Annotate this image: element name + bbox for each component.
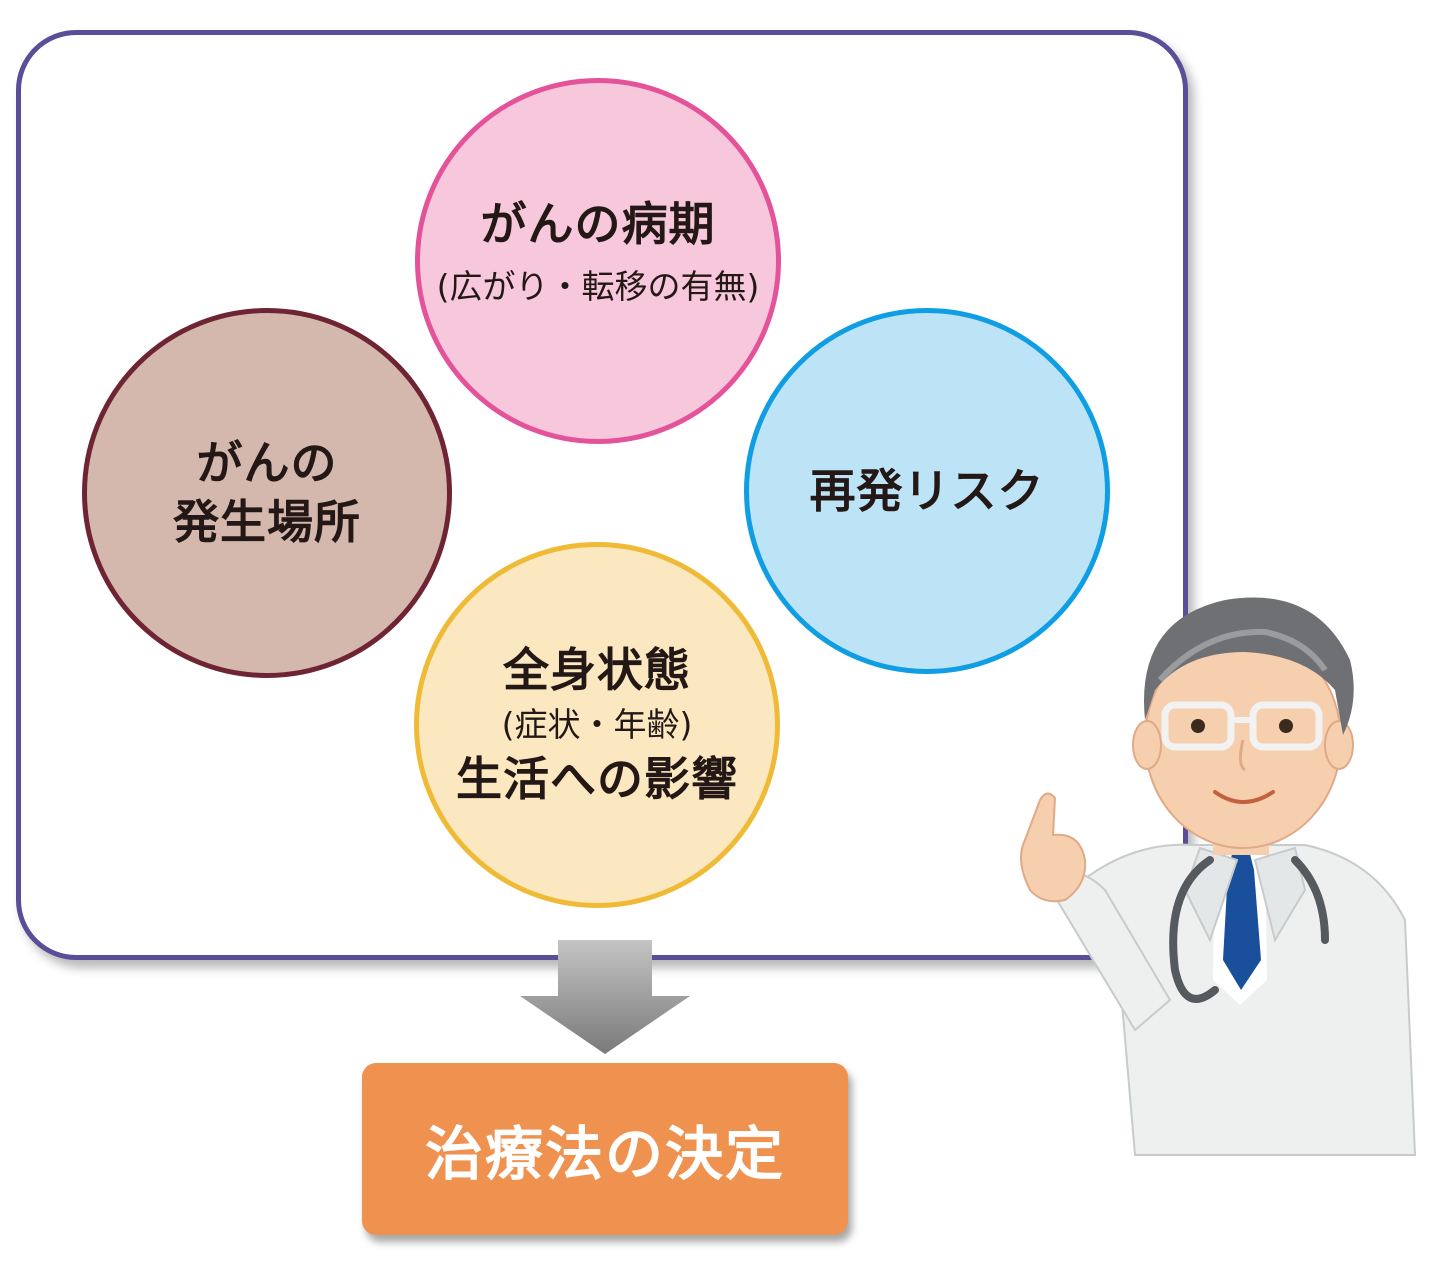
site-circle: がんの 発生場所 [82,308,452,678]
stage-circle: がんの病期 (広がり・転移の有無) [415,78,781,444]
stage-detail: (広がり・転移の有無) [436,266,760,306]
doctor-illustration [1020,597,1417,1156]
risk-title: 再発リスク [809,463,1045,518]
condition-title: 全身状態 [503,643,691,698]
stage-title: がんの病期 [480,197,716,251]
condition-detail: (症状・年齢) [501,705,693,745]
condition-extra: 生活への影響 [456,751,738,806]
site-line1: がんの [196,436,338,491]
risk-circle: 再発リスク [744,308,1110,674]
site-line2: 発生場所 [173,495,361,549]
treatment-decision-box: 治療法の決定 [362,1063,848,1235]
condition-circle: 全身状態 (症状・年齢) 生活への影響 [414,542,780,908]
treatment-decision-label: 治療法の決定 [424,1120,785,1188]
